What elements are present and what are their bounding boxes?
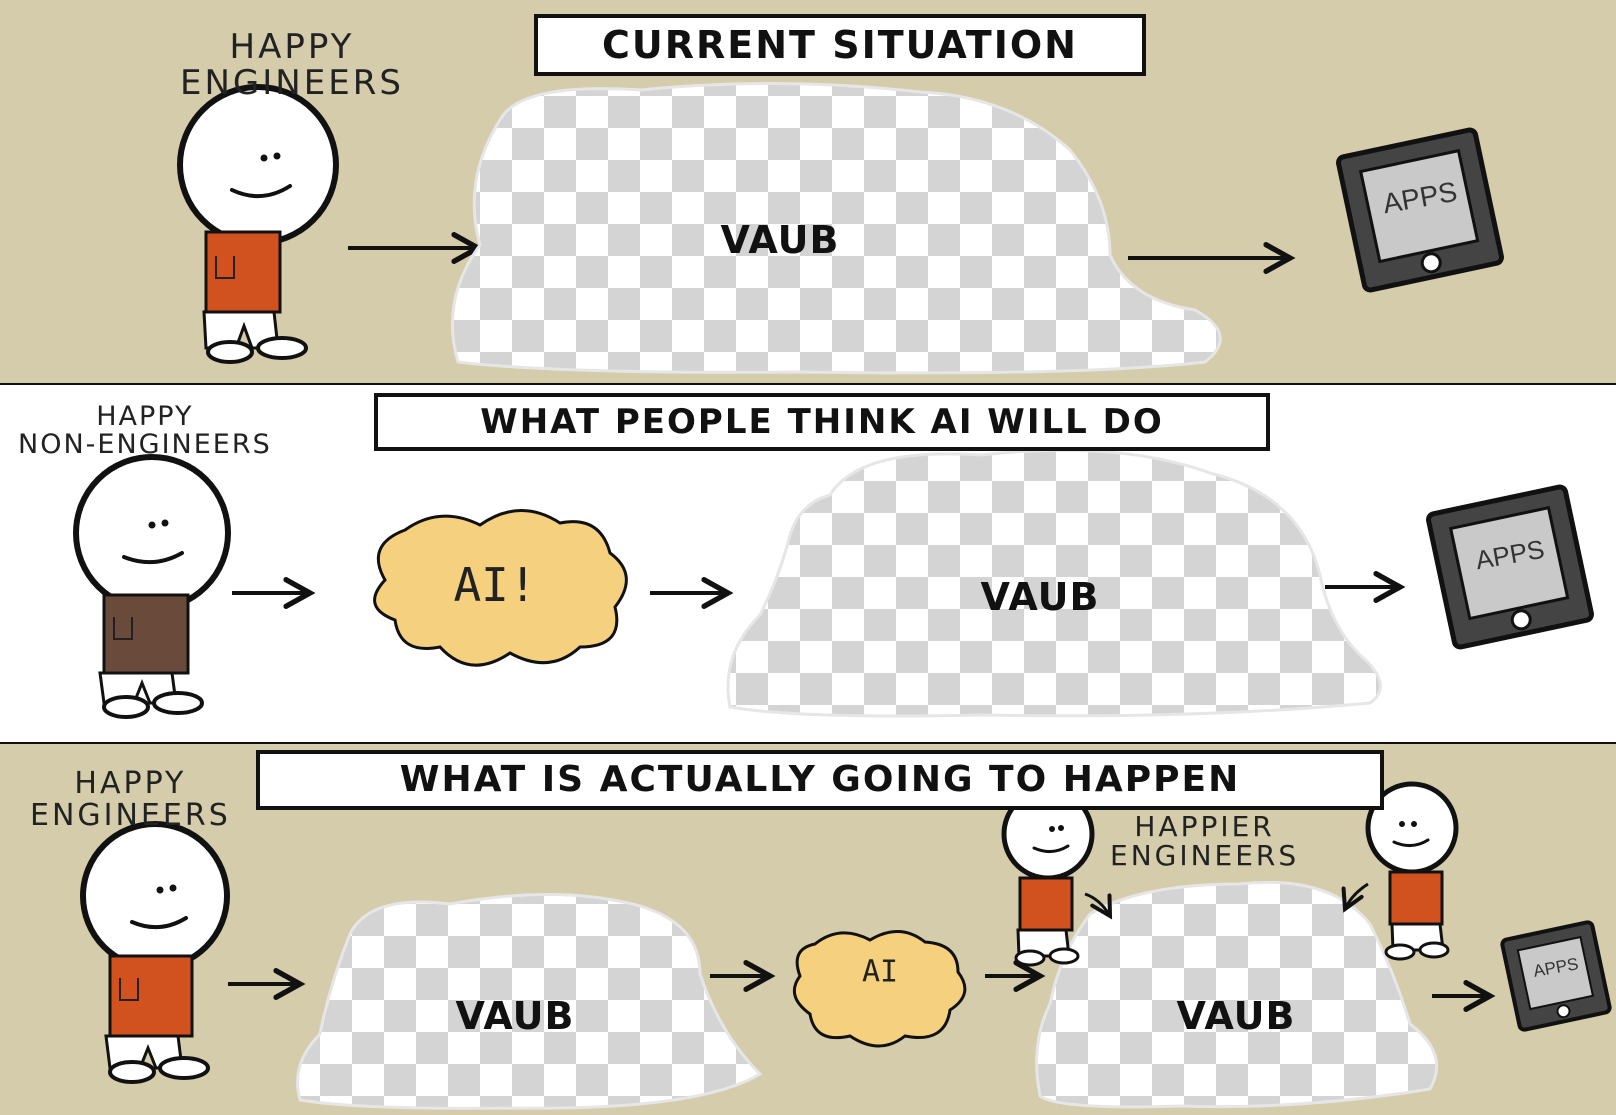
apps-tablet-icon: [1336, 127, 1504, 293]
happy-engineer-character: [80, 821, 230, 1084]
arrow-helper-right: [1345, 882, 1369, 909]
panel-current-situation: CURRENT SITUATION HAPPY ENGINEERS VAUB A…: [0, 0, 1616, 385]
character-label-line-1: HAPPY: [74, 766, 187, 801]
panel-1-title: CURRENT SITUATION: [534, 14, 1146, 76]
vaub-blob: [726, 448, 1382, 718]
panel-what-actually-happens: WHAT IS ACTUALLY GOING TO HAPPEN HAPPY E…: [0, 744, 1616, 1115]
vaub-label-1: VAUB: [455, 994, 575, 1038]
vaub-label: VAUB: [720, 218, 840, 262]
vaub-blob: [450, 81, 1222, 375]
panel-what-people-think: WHAT PEOPLE THINK AI WILL DO HAPPY NON-E…: [0, 385, 1616, 744]
ai-label: AI: [861, 954, 899, 990]
apps-tablet-icon: [1500, 920, 1612, 1032]
panel-1-character-label: HAPPY ENGINEERS: [180, 27, 404, 103]
character-label-line-1: HAPPY: [96, 401, 194, 432]
helper-label-line-1: HAPPIER: [1134, 810, 1275, 843]
helper-label-line-2: ENGINEERS: [1110, 839, 1300, 873]
vaub-label: VAUB: [980, 575, 1100, 619]
panel-3-character-label: HAPPY ENGINEERS: [30, 768, 231, 831]
happy-non-engineer-character: [73, 454, 231, 719]
happy-engineer-character: [177, 84, 339, 364]
vaub-blob-2: [1035, 880, 1439, 1109]
arrow-helper-left: [1084, 892, 1110, 916]
character-label-line-2: ENGINEERS: [180, 62, 404, 103]
character-label-line-1: HAPPY: [229, 27, 355, 67]
ai-cloud: [373, 509, 628, 667]
happier-engineers-label: HAPPIER ENGINEERS: [1110, 812, 1299, 871]
vaub-blob-1: [296, 893, 763, 1110]
panel-2-character-label: HAPPY NON-ENGINEERS: [18, 401, 272, 461]
happier-engineer-right: [1365, 781, 1459, 961]
character-label-line-2: ENGINEERS: [30, 797, 231, 833]
panel-3-title: WHAT IS ACTUALLY GOING TO HAPPEN: [256, 750, 1384, 810]
character-label-line-2: NON-ENGINEERS: [18, 429, 272, 461]
ai-label: AI!: [453, 558, 537, 612]
vaub-label-2: VAUB: [1176, 994, 1296, 1038]
panel-2-title: WHAT PEOPLE THINK AI WILL DO: [374, 393, 1270, 451]
ai-cloud: [792, 930, 967, 1048]
apps-tablet-icon: [1426, 484, 1594, 650]
happier-engineer-left: [1001, 787, 1095, 967]
